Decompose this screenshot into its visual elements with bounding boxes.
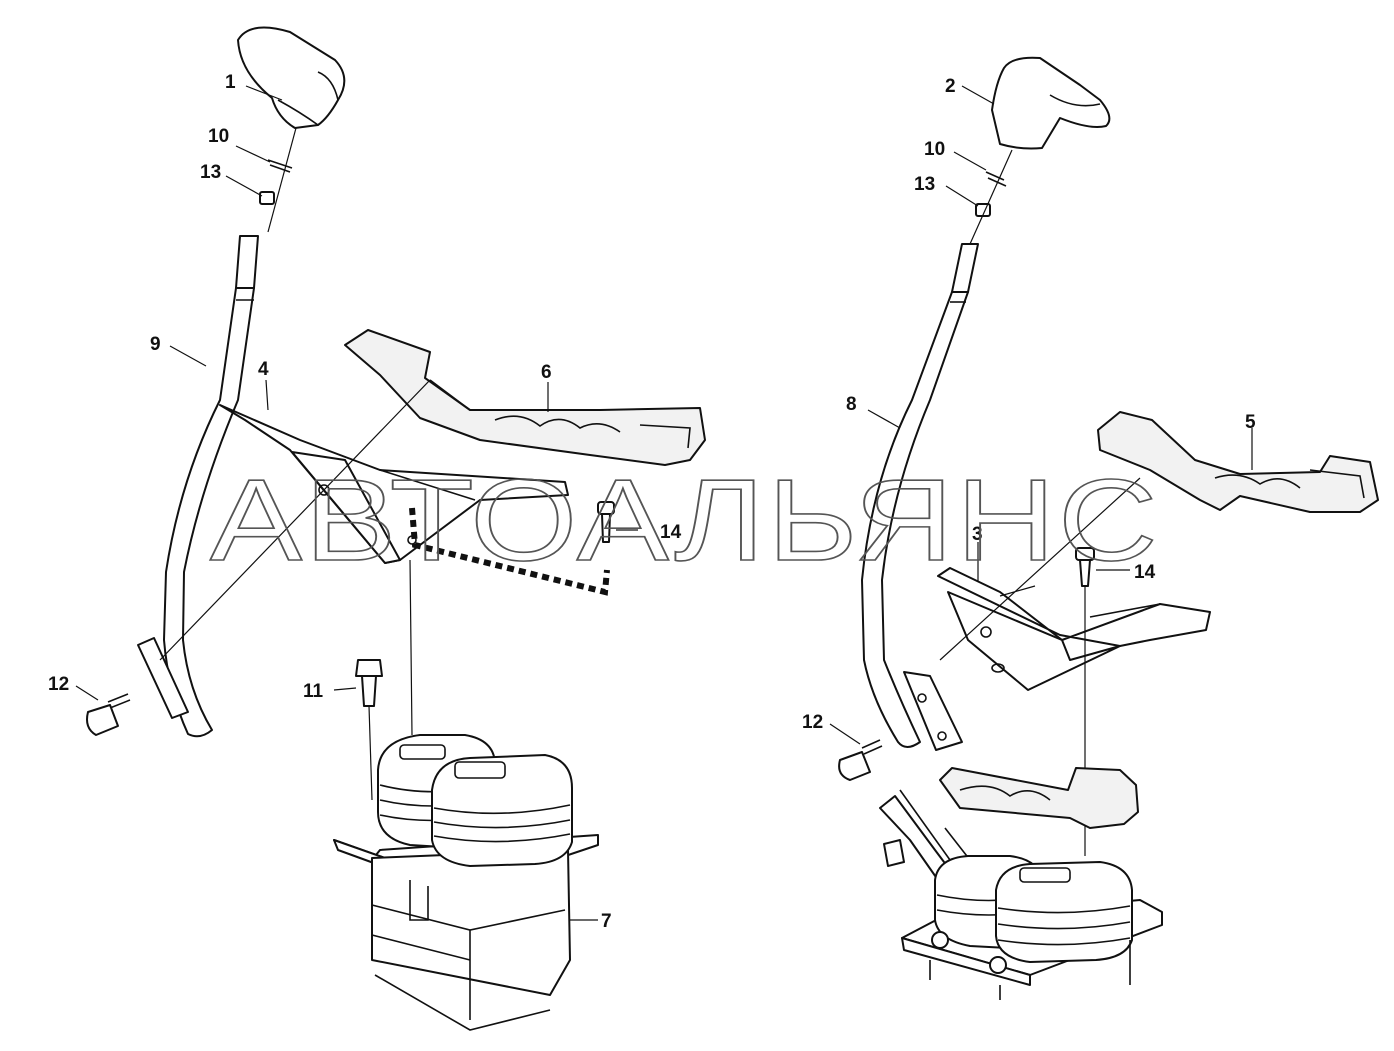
right-knob bbox=[991, 56, 1111, 150]
label-right-3: 3 bbox=[972, 524, 983, 545]
left-guide-lines bbox=[159, 379, 431, 736]
label-left-6: 6 bbox=[541, 362, 552, 383]
label-right-12: 12 bbox=[802, 712, 823, 733]
left-bolt-12 bbox=[86, 693, 131, 736]
left-leaders bbox=[75, 85, 638, 921]
label-left-4: 4 bbox=[258, 359, 269, 380]
label-left-10: 10 bbox=[208, 126, 229, 147]
label-left-14: 14 bbox=[660, 522, 682, 543]
label-right-13: 13 bbox=[914, 174, 935, 195]
right-bolt-12 bbox=[838, 739, 883, 781]
label-right-8: 8 bbox=[846, 394, 857, 415]
right-assembly: 2 10 13 8 5 3 14 12 bbox=[802, 56, 1379, 1000]
label-right-5: 5 bbox=[1245, 412, 1256, 433]
right-axis-line bbox=[969, 149, 1013, 245]
right-valve bbox=[901, 855, 1163, 1000]
label-left-13: 13 bbox=[200, 162, 221, 183]
left-lever bbox=[137, 235, 259, 738]
label-left-12: 12 bbox=[48, 674, 69, 695]
label-right-14: 14 bbox=[1134, 562, 1156, 583]
label-left-11: 11 bbox=[303, 681, 324, 702]
right-washer bbox=[985, 171, 1007, 187]
right-lever bbox=[861, 243, 979, 751]
left-bolt-11 bbox=[355, 659, 383, 801]
label-left-9: 9 bbox=[150, 334, 161, 355]
watermark: АВТОАЛЬЯНС bbox=[210, 455, 1160, 585]
right-guide-lines bbox=[939, 477, 1141, 661]
label-right-10: 10 bbox=[924, 139, 945, 160]
left-nut bbox=[259, 191, 275, 205]
left-axis-line bbox=[267, 127, 297, 233]
left-valve bbox=[333, 734, 599, 1031]
label-left-1: 1 bbox=[225, 72, 236, 93]
label-right-2: 2 bbox=[945, 76, 956, 97]
left-knob bbox=[237, 26, 346, 129]
right-bracket bbox=[937, 567, 1211, 691]
left-assembly: 1 10 13 9 4 6 14 12 11 7 bbox=[48, 26, 706, 1031]
left-washer bbox=[267, 159, 293, 173]
left-screw-14 bbox=[597, 501, 615, 543]
left-cover bbox=[344, 329, 706, 466]
label-left-7: 7 bbox=[601, 911, 612, 932]
right-cover bbox=[1097, 411, 1379, 513]
right-leaders bbox=[829, 85, 1253, 745]
left-dashed-guide bbox=[409, 507, 610, 596]
